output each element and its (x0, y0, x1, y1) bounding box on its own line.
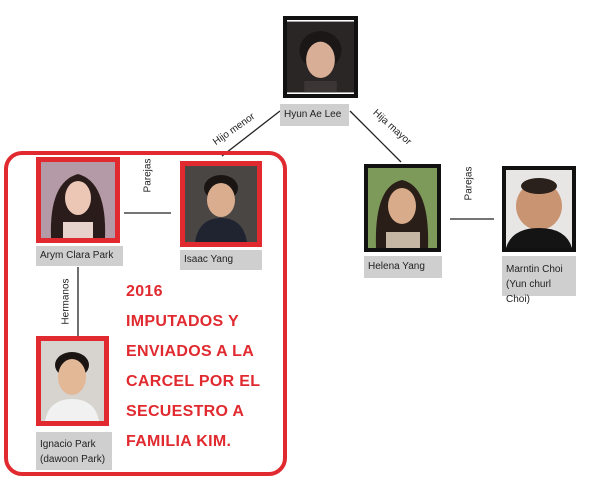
line-hyun-to-helena (349, 110, 402, 163)
ignacio-park-label: Ignacio Park (dawoon Park) (36, 432, 112, 470)
note-line-2: IMPUTADOS Y (126, 313, 239, 330)
marntin-choi-name: Marntin Choi (506, 264, 563, 275)
line-hyun-to-isaac (221, 110, 281, 157)
portrait-icon (287, 21, 354, 93)
note-line-3: ENVIADOS A LA (126, 343, 255, 360)
portrait-icon (185, 166, 257, 242)
ignacio-park-alias: (dawoon Park) (40, 454, 106, 465)
hyun-ae-lee-label: Hyun Ae Lee (280, 104, 349, 126)
helena-yang-label: Helena Yang (364, 256, 442, 278)
portrait-icon (41, 162, 115, 238)
marntin-choi-photo (502, 166, 576, 252)
hyun-ae-lee-photo (283, 16, 358, 98)
marntin-choi-label: Marntin Choi (Yun churl Choi) (502, 256, 576, 305)
helena-yang-photo (364, 164, 441, 252)
imprisonment-note: 2016 IMPUTADOS Y ENVIADOS A LA CARCEL PO… (126, 277, 276, 457)
highlight-frame (4, 151, 287, 476)
ignacio-park-name: Ignacio Park (40, 439, 96, 450)
arym-clara-park-photo (36, 157, 120, 243)
relation-parejas-right: Parejas (463, 166, 475, 201)
note-line-1: 2016 (126, 283, 163, 300)
note-line-5: SECUESTRO A (126, 403, 245, 420)
portrait-icon (368, 168, 437, 248)
isaac-yang-photo (180, 161, 262, 247)
marntin-choi-alias: (Yun churl Choi) (506, 279, 552, 305)
ignacio-park-photo (36, 336, 109, 426)
note-line-6: FAMILIA KIM. (126, 433, 232, 450)
isaac-yang-label: Isaac Yang (180, 250, 262, 270)
note-line-4: CARCEL POR EL (126, 373, 261, 390)
portrait-icon (506, 170, 572, 248)
arym-clara-park-label: Arym Clara Park (36, 246, 123, 266)
portrait-icon (41, 341, 104, 421)
